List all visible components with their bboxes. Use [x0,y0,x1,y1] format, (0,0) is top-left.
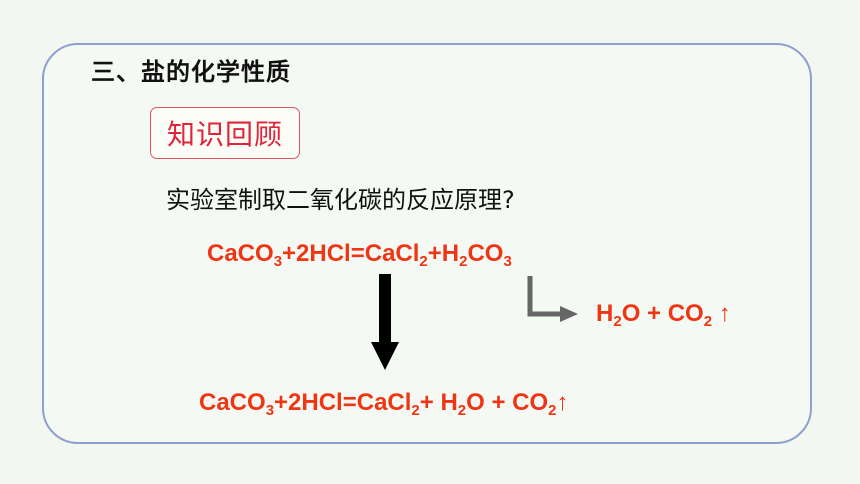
eq-top-part-3: +H [427,240,460,267]
eq-top-sub-4: 3 [503,253,512,270]
eq-bottom-part-4: O + CO [466,389,549,416]
eq-bottom-sub-4: 2 [548,402,557,419]
eq-bottom-sub-3: 2 [457,402,467,419]
eq-top-sub-1: 3 [273,253,283,270]
eq-bottom-part-1: CaCO [199,389,266,416]
eq-bottom-part-2: +2HCl=CaCl [274,389,412,416]
eq-side-part-2: O + CO [621,300,704,327]
eq-bottom-sub-1: 3 [265,402,275,419]
arrow-bent-right-icon [527,276,578,322]
eq-top-part-2: +2HCl=CaCl [282,240,420,267]
eq-side-part-1: H [596,300,614,327]
section-title: 三、盐的化学性质 [91,58,291,86]
equation-overall: CaCO3+2HCl=CaCl2+ H2O + CO2↑ [199,389,569,419]
review-badge: 知识回顾 [150,107,300,159]
equation-decomposition: H2O + CO2 ↑ [596,300,731,330]
eq-bottom-sub-2: 2 [411,402,420,419]
eq-side-part-3: ↑ [712,300,731,327]
eq-top-part-4: CO [467,240,504,267]
equation-top: CaCO3+2HCl=CaCl2+H2CO3 [207,240,512,270]
eq-bottom-part-5: ↑ [556,389,569,416]
question-text: 实验室制取二氧化碳的反应原理? [166,186,515,214]
eq-top-sub-3: 2 [459,253,468,270]
review-badge-label: 知识回顾 [166,118,283,151]
eq-top-sub-2: 2 [419,253,428,270]
arrow-down-icon [371,274,399,370]
eq-side-sub-1: 2 [613,313,622,330]
eq-top-part-1: CaCO [207,240,274,267]
eq-side-sub-2: 2 [703,313,713,330]
eq-bottom-part-3: + H [419,389,458,416]
